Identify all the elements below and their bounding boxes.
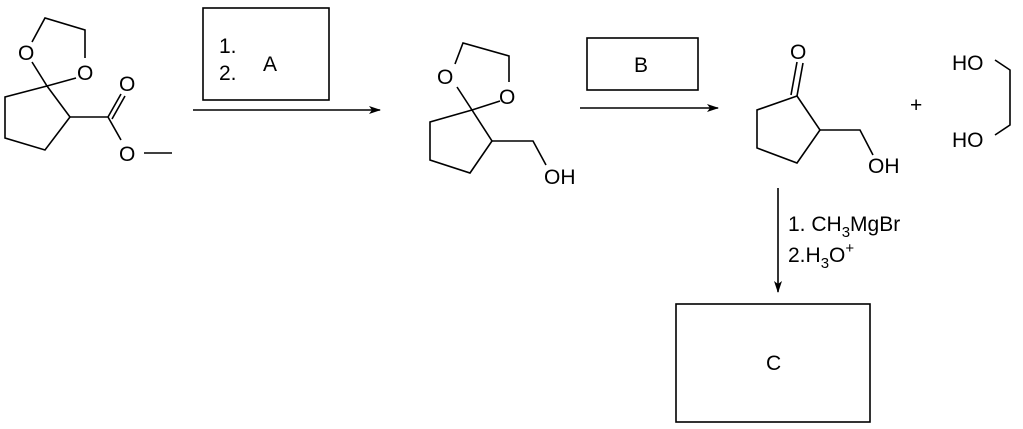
atom-oxygen-ester: O	[119, 143, 135, 166]
atom-oxygen-carbonyl: O	[119, 73, 135, 96]
starting-material-ester-ketal: O O O O	[4, 17, 172, 166]
atom-oxygen-carbonyl: O	[790, 41, 806, 64]
reagent-box-b	[586, 37, 699, 91]
plus-sign: +	[910, 94, 922, 117]
hydroxyl-label: OH	[544, 166, 576, 189]
hydroxyl-label: OH	[868, 155, 900, 178]
product-box-c	[675, 303, 871, 423]
reagent-box-a	[202, 7, 330, 101]
atom-oxygen: O	[18, 42, 34, 65]
hydroxyl-label: HO	[952, 52, 984, 75]
reagent-a-label: A	[263, 53, 277, 76]
step-3-reagent-2: 2.H3O+	[788, 240, 854, 272]
atom-oxygen: O	[437, 66, 453, 89]
atom-oxygen: O	[499, 86, 515, 109]
product-c-label: C	[766, 352, 781, 375]
step-3-reagent-1: 1. CH3MgBr	[788, 213, 900, 241]
reagent-b-label: B	[634, 54, 648, 77]
ethylene-glycol: HO HO	[952, 52, 1011, 152]
atom-oxygen: O	[77, 62, 93, 85]
hydroxyl-label: HO	[952, 129, 984, 152]
intermediate-alcohol-ketal: O O OH	[429, 42, 576, 189]
step-2-number: 2.	[219, 62, 237, 85]
step-1-number: 1.	[219, 35, 237, 58]
product-hydroxymethyl-cyclopentanone: O OH	[756, 41, 900, 178]
